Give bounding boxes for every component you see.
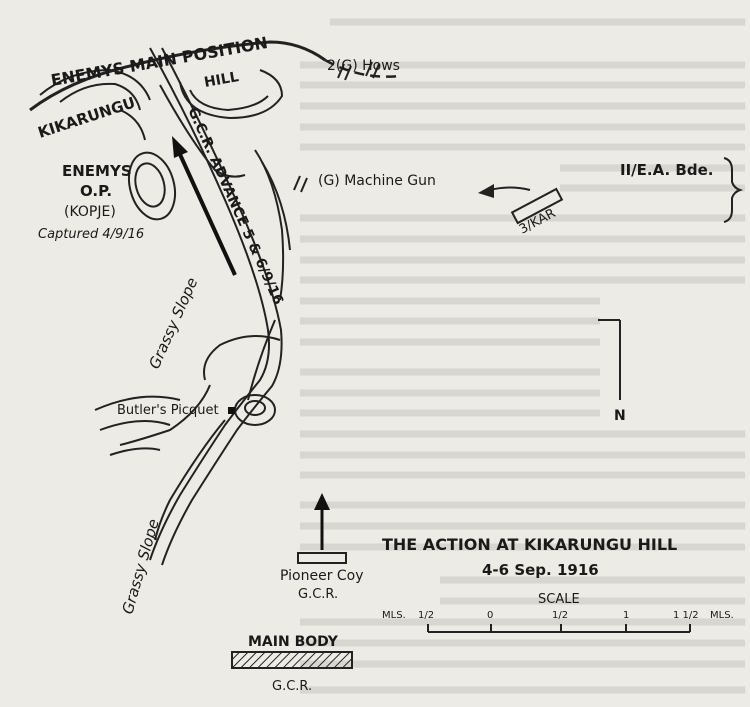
observation-post-contours <box>127 151 177 221</box>
pioneer-arrow <box>297 493 347 564</box>
captured-label: Captured 4/9/16 <box>38 227 144 242</box>
margin-bracket <box>723 157 744 223</box>
scale-unit-left: MLS. <box>382 610 406 621</box>
map-title: THE ACTION AT KIKARUNGU HILL <box>382 535 677 554</box>
main-body-block <box>231 651 353 669</box>
scale-tick-label: 1/2 <box>552 610 568 621</box>
scale-tick-label: 1 <box>623 610 629 621</box>
scale-unit-right: MLS. <box>710 610 734 621</box>
enemys-label: ENEMYS <box>62 162 132 180</box>
pioneer-gcr-label: G.C.R. <box>298 587 338 602</box>
gcr-advance-arrow <box>172 136 237 276</box>
west-hill-contours <box>94 395 181 456</box>
scale-tick-label: 0 <box>487 610 493 621</box>
scale-bar <box>427 624 691 633</box>
north-arrow <box>598 319 621 400</box>
scale-tick-label: 1/2 <box>418 610 434 621</box>
scale-tick-label: 1 1/2 <box>673 610 699 621</box>
kar-position <box>478 184 564 225</box>
scale-label: SCALE <box>538 592 580 607</box>
hill-label: HILL <box>203 69 240 91</box>
machine-gun-markers <box>293 175 308 193</box>
kikarungu-contours <box>39 68 151 141</box>
main-body-label: MAIN BODY <box>248 634 339 650</box>
butlers-picquet-label: Butler's Picquet <box>117 403 219 418</box>
brigade-label: II/E.A. Bde. <box>620 161 713 179</box>
north-label: N <box>614 408 626 424</box>
butlers-picquet-marker <box>228 407 235 414</box>
enemy-main-position-line-east <box>324 58 401 78</box>
hows-label: 2(G) Hows <box>327 58 400 74</box>
main-body-gcr-label: G.C.R. <box>272 679 312 694</box>
kopje-label: (KOPJE) <box>64 204 116 220</box>
enemy-main-position-line <box>29 40 326 112</box>
machine-gun-label: (G) Machine Gun <box>318 173 436 189</box>
pioneer-coy-label: Pioneer Coy <box>280 568 364 584</box>
map-date: 4-6 Sep. 1916 <box>482 561 599 579</box>
hill-contours <box>179 69 284 120</box>
gcr-road <box>149 47 283 566</box>
howitzer-markers <box>337 61 380 81</box>
op-label: O.P. <box>80 182 112 200</box>
